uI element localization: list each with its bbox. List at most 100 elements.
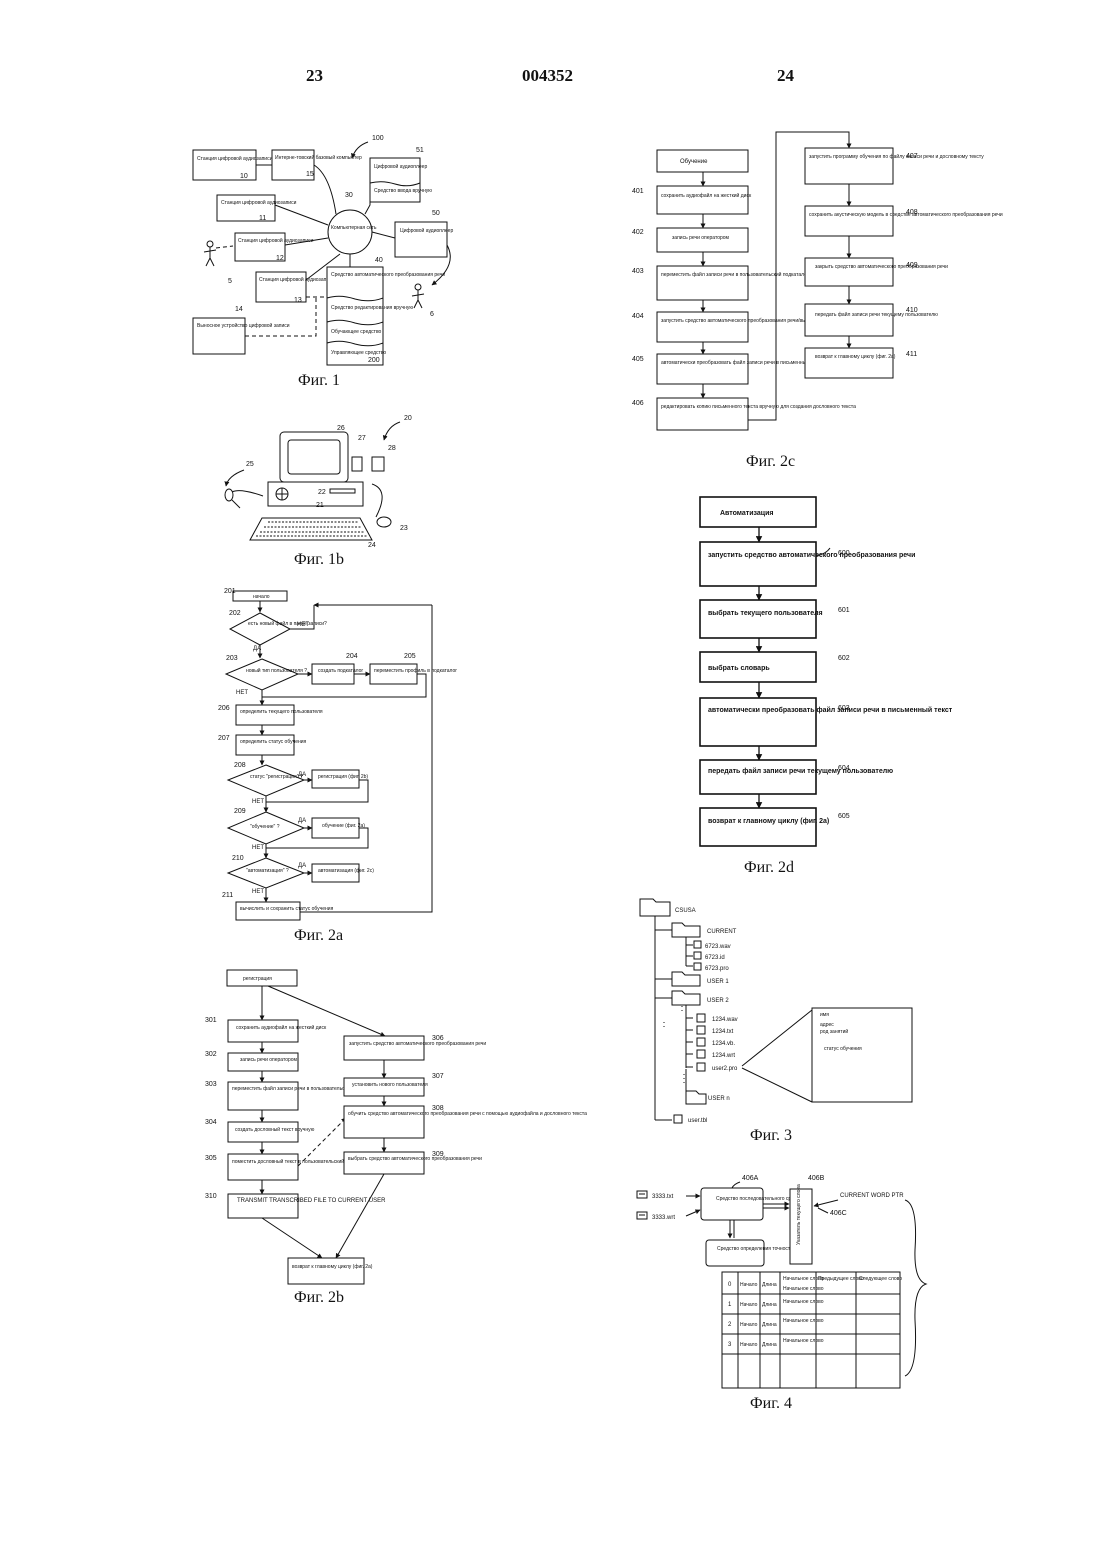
diagram-label: Цифровой аудиоплеер [400, 227, 453, 234]
diagram-label: Фиг. 4 [750, 1395, 792, 1412]
diagram-label: USER 1 [707, 979, 729, 985]
diagram-label: 27 [358, 435, 366, 442]
diagram-label: Начало [740, 1322, 758, 1328]
diagram-label: 406A [742, 1175, 759, 1182]
diagram-label: 203 [226, 655, 238, 662]
diagram-label: ДА [298, 818, 306, 824]
diagram-label: 202 [229, 610, 241, 617]
diagram-label: 50 [432, 210, 440, 217]
diagram-label: 305 [205, 1155, 217, 1162]
diagram-label: 206 [218, 705, 230, 712]
diagram-label: начало [253, 594, 270, 600]
figure-1-caption: Фиг. 1 [298, 372, 340, 389]
diagram-label: Начало [740, 1342, 758, 1348]
diagram-label: 308 [432, 1105, 444, 1112]
diagram-label: 13 [294, 297, 302, 304]
diagram-label: 306 [432, 1035, 444, 1042]
diagram-label: Фиг. 2d [744, 859, 794, 876]
diagram-label: 15 [306, 171, 314, 178]
diagram-label: есть новый файл в папке записи? [248, 620, 327, 627]
diagram-label: запустить программу обучения по файлу за… [809, 153, 984, 160]
diagram-label: НЕТ [236, 690, 248, 696]
diagram-label: регистрация (фиг. 2b) [318, 774, 368, 780]
diagram-label: 302 [205, 1051, 217, 1058]
diagram-label: CURRENT [707, 929, 737, 935]
diagram-label: Предыдущее слово [818, 1276, 864, 1282]
diagram-label: 1234.txt [712, 1029, 734, 1035]
diagram-label: 205 [404, 653, 416, 660]
diagram-label: имя [820, 1012, 829, 1018]
diagram-label: 40 [375, 257, 383, 264]
diagram-label: закрыть средство автоматического преобра… [815, 264, 948, 270]
diagram-label: Выносное устройство цифровой записи [197, 322, 290, 329]
diagram-label: Фиг. 2a [294, 927, 343, 944]
diagram-label: переместить профиль в подкаталог [374, 668, 457, 674]
diagram-label: определить статус обучения [240, 739, 307, 745]
diagram-label: Начальное слово [783, 1338, 824, 1344]
diagram-label: 204 [346, 653, 358, 660]
diagram-label: запись речи оператором [672, 235, 730, 241]
diagram-label: TRANSMIT TRANSCRIBED FILE TO CURRENT USE… [237, 1198, 386, 1204]
diagram-label: user2.pro [712, 1066, 738, 1072]
diagram-label: 28 [388, 445, 396, 452]
diagram-label: возврат к главному циклу (фиг. 2a) [815, 354, 896, 360]
diagram-label: 100 [372, 135, 384, 142]
diagram-label: "автоматизация" ? [246, 868, 289, 874]
diagram-label: обучить средство автоматического преобра… [348, 1110, 587, 1117]
computer-network-node [328, 210, 372, 254]
diagram-label: 403 [632, 268, 644, 275]
diagram-label: новый тип пользователя ? [246, 667, 307, 674]
diagram-label: 401 [632, 188, 644, 195]
diagram-label: 201 [224, 588, 236, 595]
diagram-label: 209 [234, 808, 246, 815]
diagram-label: Цифровой аудиоплеер [374, 163, 427, 170]
diagram-label: 23 [400, 525, 408, 532]
diagram-label: 6723.id [705, 955, 725, 961]
diagram-label: 600 [838, 550, 850, 557]
diagram-label: 406 [632, 400, 644, 407]
diagram-label: Начальное слово [783, 1299, 824, 1305]
diagram-label: Интерне-товский базовый компьютер [275, 154, 362, 161]
diagram-label: 20 [404, 415, 412, 422]
diagram-label: вычислить и сохранить статус обучения [240, 906, 334, 912]
diagram-label: НЕТ [252, 845, 264, 851]
diagram-label: 405 [632, 356, 644, 363]
diagram-label: 208 [234, 762, 246, 769]
diagram-label: Начальное слово [783, 1286, 824, 1292]
diagram-label: CURRENT WORD PTR [840, 1193, 904, 1199]
figure-2b: регистрация сохранить аудиофайл на жестк… [205, 970, 587, 1306]
diagram-label: 21 [316, 502, 324, 509]
diagram-label: ДА [298, 863, 306, 869]
diagram-label: 605 [838, 813, 850, 820]
diagram-label: передать файл записи речи текущему польз… [815, 311, 938, 318]
diagram-label: 6 [430, 311, 434, 318]
diagram-label: возврат к главному циклу (фиг. 2a) [708, 818, 829, 825]
diagram-label: Длина [762, 1302, 777, 1308]
diagram-label: запись речи оператором [240, 1057, 298, 1063]
diagram-label: 6723.pro [705, 966, 729, 972]
diagram-label: переместить файл записи речи в пользоват… [661, 271, 809, 278]
diagram-label: Станция цифровой аудиозаписи [197, 155, 273, 162]
diagram-label: Фиг. 1b [294, 551, 344, 568]
diagram-label: регистрация [243, 976, 272, 982]
diagram-label: статус "регистрация" ? [250, 774, 303, 780]
diagram-label: "обучение" ? [250, 824, 280, 830]
diagram-label: 404 [632, 313, 644, 320]
diagram-label: 10 [240, 173, 248, 180]
figure-3: CSUSA CURRENT 6723.wav 6723.id 6723.pro … [640, 899, 912, 1144]
diagram-label: 14 [235, 306, 243, 313]
diagram-label: 301 [205, 1017, 217, 1024]
diagram-label: Управляющее средство [331, 350, 386, 356]
diagram-label: сохранить аудиофайл на жесткий диск [236, 1024, 327, 1031]
diagram-label: автоматически преобразовать файл записи … [661, 359, 823, 366]
figure-1: 100 Компьютерная сеть 30 Станция цифрово… [193, 135, 453, 389]
diagram-label: USER 2 [707, 998, 729, 1004]
diagram-label: передать файл записи речи текущему польз… [708, 767, 893, 775]
diagram-label: редактировать копию письменного текста в… [661, 404, 856, 410]
diagram-label: Обучение [680, 159, 708, 165]
diagram-label: статус обучения [824, 1046, 862, 1052]
diagram-label: 602 [838, 655, 850, 662]
diagram-label: Средство ввода вручную [374, 188, 432, 194]
diagram-label: выбрать текущего пользователя [708, 609, 823, 617]
